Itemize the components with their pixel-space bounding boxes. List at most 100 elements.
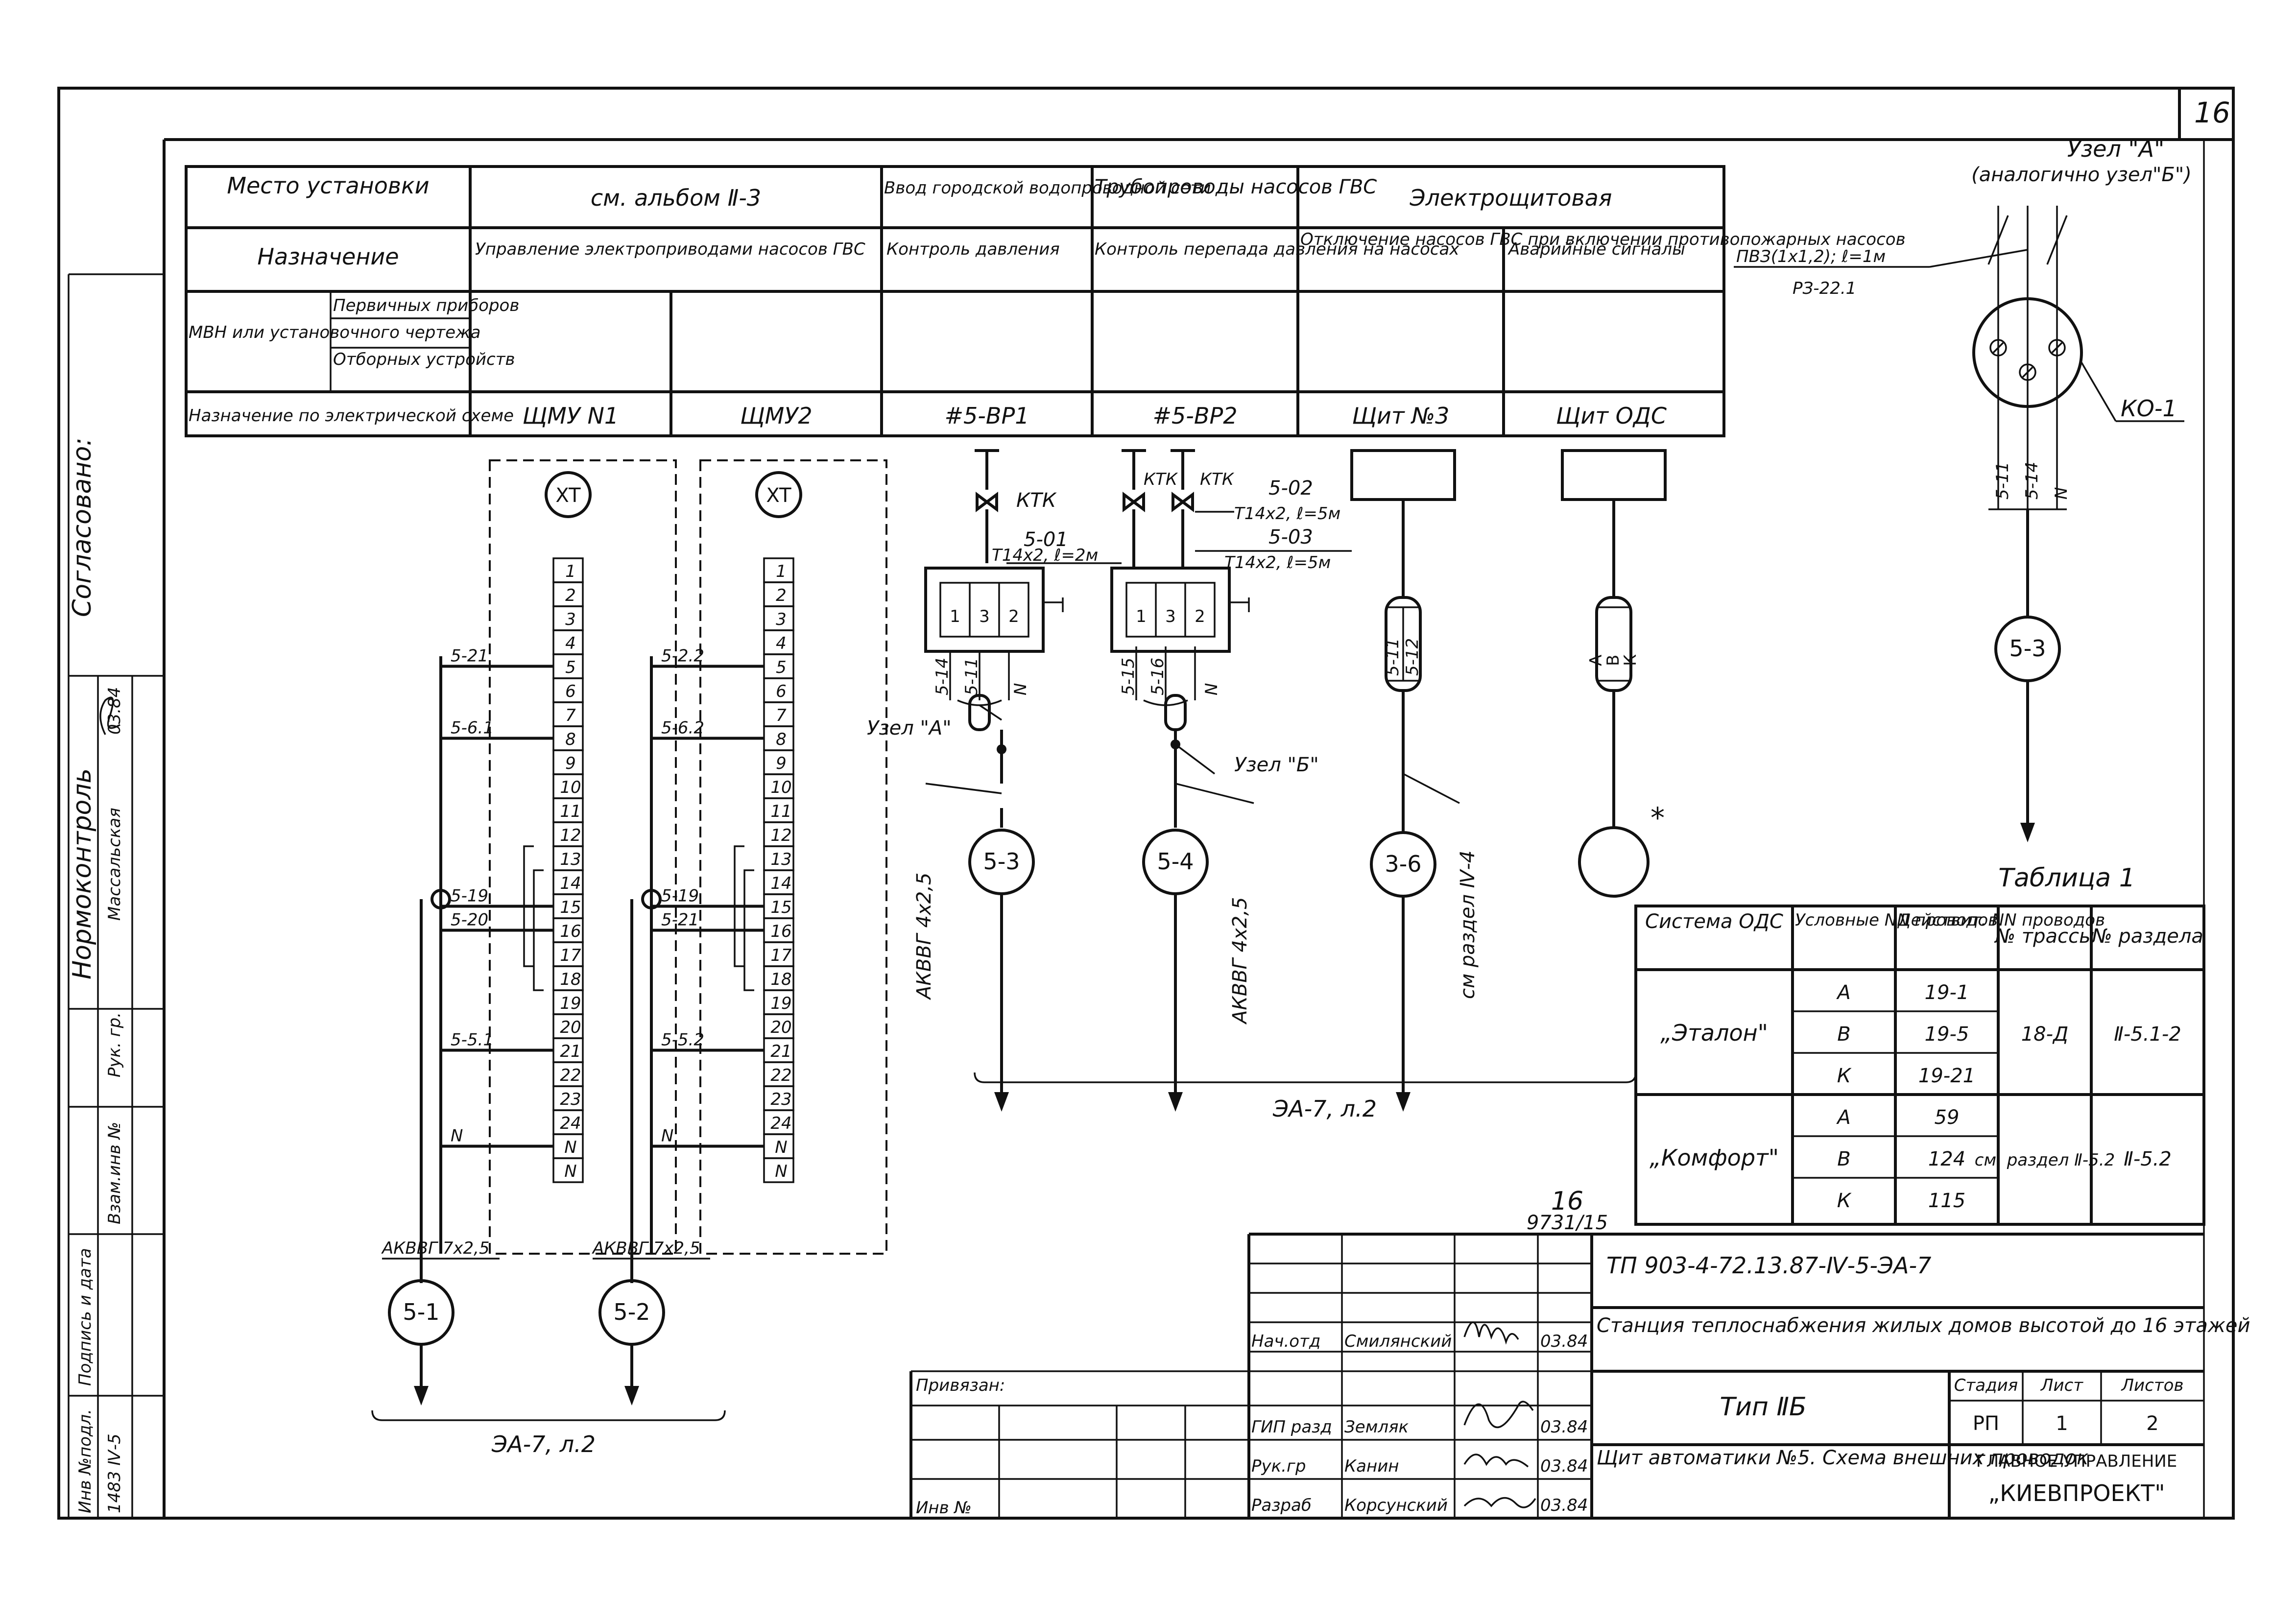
stamp-inv: Инв № — [916, 1498, 972, 1518]
terminal-number: 20 — [560, 1018, 581, 1037]
stamp-bound: Привязан: — [916, 1376, 1005, 1395]
hdr-pressure: Контроль давления — [886, 239, 1060, 259]
jumper — [743, 869, 754, 991]
hdr-album: см. альбом Ⅱ-3 — [591, 185, 761, 211]
table1-r2-route: см. раздел Ⅱ-5.2 — [1975, 1150, 2115, 1170]
terminal-cell — [763, 1157, 794, 1183]
terminal-number: 18 — [560, 970, 581, 989]
xt-label: XT — [766, 484, 791, 507]
stamp-org-2: „КИЕВПРОЕКТ" — [1988, 1480, 2165, 1506]
stamp-archive-no: 9731/15 — [1527, 1212, 1608, 1234]
terminal-number: 4 — [776, 634, 787, 653]
terminal-number: 17 — [770, 946, 792, 965]
node-a-wire-1: 5-11 — [1993, 462, 2012, 500]
sensor2-wire-b: 5-02 — [1268, 477, 1313, 500]
terminal-number: 1 — [776, 562, 787, 581]
sensor2-wire-c: 5-03 — [1268, 526, 1313, 548]
sensor2-valve-1: КТК — [1144, 470, 1178, 489]
junction — [430, 889, 451, 909]
sensor2-valve-2: КТК — [1200, 470, 1235, 489]
pressure-sensor-2 — [1110, 449, 1352, 1112]
terminal-number: 6 — [565, 682, 576, 701]
terminal-number: 4 — [565, 634, 576, 653]
table1-r2-act-k: 115 — [1928, 1190, 1965, 1212]
terminal-number: 22 — [770, 1066, 791, 1085]
wire-label: 5-2.2 — [661, 646, 704, 666]
terminal-number: 19 — [770, 994, 791, 1013]
sensor1-wire-b: 5-11 — [962, 658, 981, 695]
terminal-number: 1 — [565, 562, 576, 581]
hdr-c1: ЩМУ N1 — [523, 403, 619, 429]
normcontrol-name: Массальская — [105, 808, 124, 921]
table1-r1-act-a: 19-1 — [1925, 981, 1969, 1004]
side-margin — [68, 273, 164, 1518]
node-a-wire-n: N — [2052, 487, 2071, 500]
table1-r2-act-a: 59 — [1935, 1106, 1960, 1129]
terminal-number: 16 — [560, 922, 581, 941]
sensor2-circle-label: 5-4 — [1157, 848, 1194, 875]
panel-ods-link — [1561, 449, 1667, 898]
terminal-number: 18 — [770, 970, 791, 989]
hdr-purpose-label: Назначение — [257, 243, 399, 270]
sheet-frame — [57, 87, 2235, 1520]
bottom-left-ref: ЭА-7, л.2 — [491, 1431, 596, 1457]
table1-h-cond: Условные NN проводов — [1795, 910, 1998, 930]
sensor2-tube-c: Т14х2, ℓ=5м — [1224, 553, 1331, 572]
xt-circle — [755, 471, 802, 518]
panel3-wire-b: 5-12 — [1403, 638, 1422, 676]
sensor1-cable: АКВВГ 4х2,5 — [913, 873, 935, 1001]
sheet-number-corner: 16 — [2194, 96, 2230, 129]
terminal-number: 2 — [565, 586, 576, 605]
terminal-number: 24 — [770, 1114, 791, 1133]
terminal-number: 8 — [565, 730, 576, 749]
table1-r1-route: 18-Д — [2021, 1023, 2069, 1046]
table1-caption: Таблица 1 — [1998, 863, 2135, 893]
terminal-number: 13 — [560, 850, 581, 869]
terminal-number: 23 — [770, 1090, 791, 1109]
junction — [641, 889, 662, 909]
hdr-pipes: Трубопроводы насосов ГВС — [1095, 176, 1377, 198]
hdr-c3: #5-ВР1 — [945, 403, 1029, 429]
ods-wire-k: К — [1621, 654, 1640, 666]
table1-h-sys: Система ОДС — [1645, 910, 1783, 933]
node-a-code: РЗ-22.1 — [1793, 279, 1856, 298]
table1-r1-act-k: 19-21 — [1918, 1065, 1975, 1087]
panel3-circle-label: 3-6 — [1385, 851, 1421, 877]
hdr-mvn-label: МВН или установочного чертежа — [189, 323, 480, 342]
node-a-ko: КО-1 — [2121, 395, 2177, 422]
terminal-number: 14 — [560, 874, 581, 893]
table1-r1-cond-b: В — [1837, 1023, 1850, 1046]
table1-r2-act-b: 124 — [1928, 1148, 1965, 1170]
terminal-number: 3 — [776, 610, 787, 629]
hdr-c5: Щит №3 — [1352, 403, 1450, 429]
terminal-block-1: XT12345678910111213141516171819202122232… — [381, 459, 677, 1406]
terminal-number: 19 — [560, 994, 581, 1013]
wire-label: 5-21 — [661, 910, 699, 930]
node-a-subtitle: (аналогично узел"Б") — [1971, 164, 2192, 186]
wire-label: N — [661, 1126, 673, 1146]
terminal-number: 11 — [770, 802, 791, 821]
circuit-label: 5-1 — [403, 1299, 439, 1325]
terminal-number: 2 — [776, 586, 787, 605]
stamp-name-3: Канин — [1344, 1456, 1399, 1476]
table1-r1-cond-a: А — [1836, 981, 1850, 1004]
hdr-primary: Первичных приборов — [333, 296, 519, 315]
sensor1-node: Узел "А" — [867, 717, 952, 739]
terminal-number: N — [775, 1138, 787, 1157]
sign-date-label: Подпись и дата — [75, 1248, 95, 1386]
sensor1-wire-a: 5-14 — [933, 658, 952, 695]
table1-r1-sys: „Эталон" — [1660, 1020, 1768, 1046]
signatures — [99, 696, 1536, 1508]
terminal-number: 15 — [560, 898, 581, 917]
cable-label: АКВВГ 7х2,5 — [592, 1239, 700, 1258]
jumper — [533, 869, 544, 991]
ods-wire-b: В — [1603, 655, 1623, 666]
sensor2-wire-b2: 5-16 — [1148, 658, 1168, 695]
inv-orig-value: 1483 Ⅳ-5 — [105, 1433, 124, 1513]
terminal-cell — [552, 1157, 584, 1183]
sensor2-tube-b: Т14х2, ℓ=5м — [1234, 504, 1340, 524]
terminal-number: 9 — [565, 754, 576, 773]
table1-r2-cond-a: А — [1836, 1106, 1850, 1129]
stamp-role-1: Нач.отд — [1251, 1332, 1320, 1351]
